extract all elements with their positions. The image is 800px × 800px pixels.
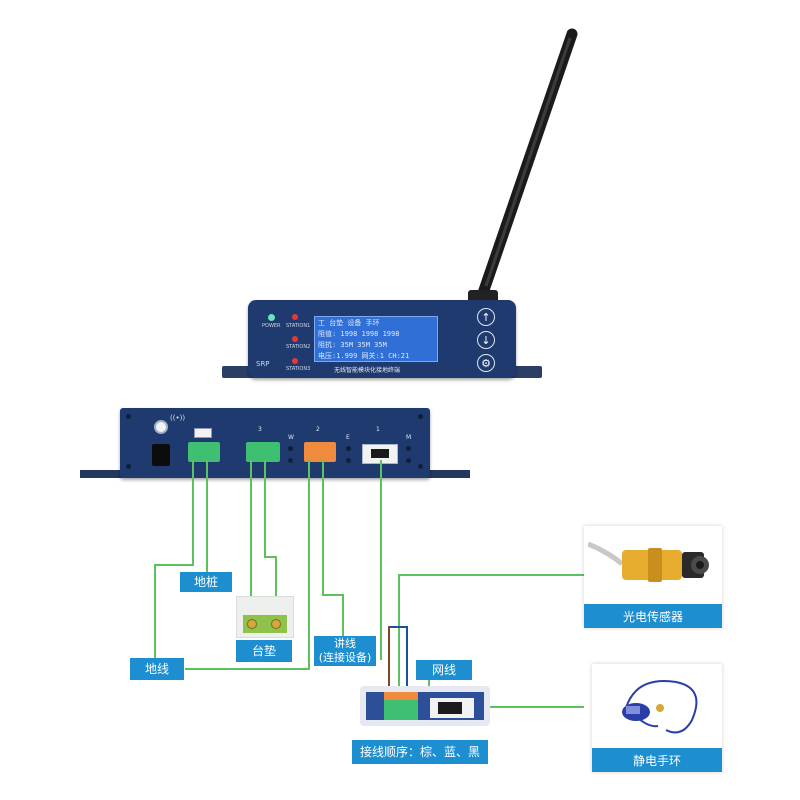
network-cable-label: 网线 [416, 660, 472, 680]
terminal-block-ground [188, 442, 220, 462]
up-button[interactable]: ↑ [477, 308, 495, 326]
arrow-up-icon: ↑ [481, 310, 491, 324]
port-label-3: 3 [258, 426, 262, 433]
antenna [468, 28, 578, 306]
lcd-row-3: 阻抗: 35M 35M 35M [318, 341, 387, 349]
usb-port [194, 428, 212, 438]
port-label-2: 2 [316, 426, 320, 433]
screw [418, 464, 423, 469]
wrist-strap-caption: 静电手环 [592, 748, 722, 772]
mat-illustration [236, 596, 294, 638]
wiring-order-label: 接线顺序：棕、蓝、黑 [352, 740, 488, 764]
down-button[interactable]: ↓ [477, 331, 495, 349]
lcd-screen: 工 台垫 设备 手环 阻值: 1998 1998 1998 阻抗: 35M 35… [314, 316, 438, 362]
lecture-line-label: 讲线 (连接设备) [314, 636, 376, 666]
port-label-w: W [288, 434, 294, 441]
back-device: ((•)) 3 W 2 E 1 M [80, 408, 470, 480]
station1-led [292, 314, 298, 320]
station2-led [292, 336, 298, 342]
antenna-connector [154, 420, 168, 434]
screw [126, 414, 131, 419]
photo-sensor-image [588, 541, 709, 582]
photo-sensor-card: 光电传感器 [584, 526, 722, 628]
module-ethernet-port [430, 698, 474, 718]
front-device: POWER STATION1 STATION2 STATION3 SRP 工 台… [222, 300, 542, 382]
station1-led-label: STATION1 [286, 323, 311, 329]
module-terminal [384, 698, 418, 720]
brand-logo: SRP [256, 360, 270, 368]
wrist-strap-image [622, 680, 698, 734]
arrow-down-icon: ↓ [481, 333, 491, 347]
indicator-dot [346, 446, 351, 451]
indicator-dot [288, 446, 293, 451]
settings-button[interactable]: ⚙ [477, 354, 495, 372]
station3-led [292, 358, 298, 364]
port-label-m: M [406, 434, 412, 441]
photo-sensor-caption: 光电传感器 [584, 604, 722, 628]
gear-icon: ⚙ [481, 356, 491, 370]
port-label-1: 1 [376, 426, 380, 433]
indicator-dot [406, 446, 411, 451]
power-led [268, 314, 275, 321]
indicator-dot [406, 458, 411, 463]
lecture-line-title: 讲线 [334, 637, 356, 650]
indicator-dot [346, 458, 351, 463]
screw [126, 464, 131, 469]
panel-title: 无线智能模块化接地终端 [334, 367, 401, 374]
wrist-strap-card: 静电手环 [592, 664, 722, 772]
station3-led-label: STATION3 [286, 366, 311, 372]
lecture-line-sub: (连接设备) [318, 651, 372, 664]
ground-pile-label: 地桩 [180, 572, 232, 592]
terminal-block-2 [304, 442, 336, 462]
ground-wire-label: 地线 [130, 658, 184, 680]
screw [418, 414, 423, 419]
port-label-e: E [346, 434, 350, 441]
power-jack [152, 444, 170, 466]
lcd-row-1: 工 台垫 设备 手环 [318, 319, 380, 327]
terminal-block-3 [246, 442, 280, 462]
connector-module [360, 686, 490, 726]
indicator-dot [288, 458, 293, 463]
mat-label: 台垫 [236, 640, 292, 662]
mat-snap [271, 619, 281, 629]
station2-led-label: STATION2 [286, 344, 311, 350]
lcd-row-2: 阻值: 1998 1998 1998 [318, 330, 400, 338]
mat-snap [247, 619, 257, 629]
wifi-icon: ((•)) [170, 414, 186, 422]
lcd-row-4: 电压:1.999 网关:1 CH:21 [318, 352, 410, 360]
power-led-label: POWER [262, 323, 281, 329]
